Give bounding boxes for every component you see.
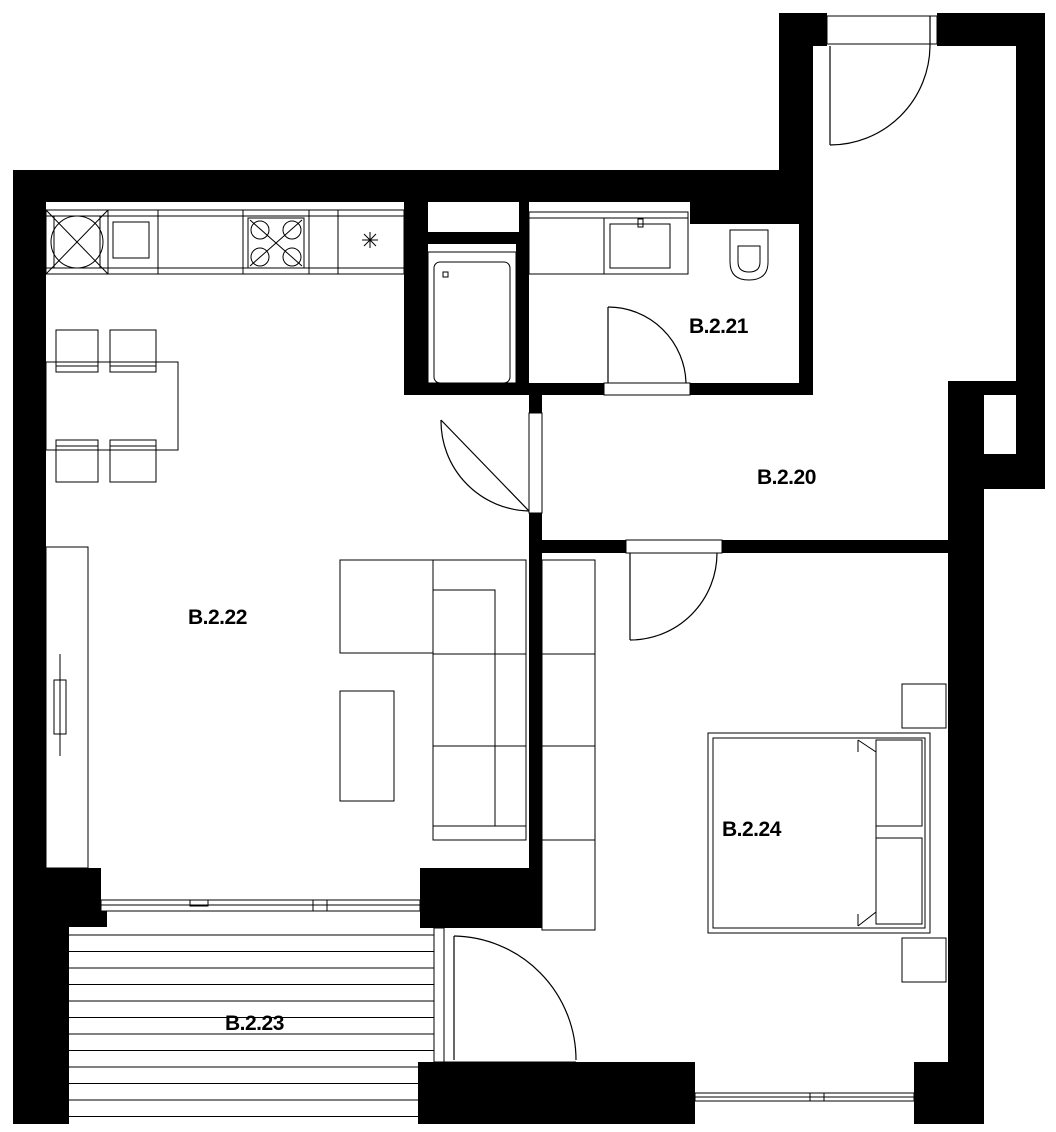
wall-pier-left-2 <box>13 911 107 927</box>
coffee-table <box>339 690 395 802</box>
bathtub-icon <box>427 251 517 384</box>
nightstand-bottom <box>901 937 947 983</box>
wall-step <box>948 381 984 541</box>
wall-bath-divider <box>519 202 529 232</box>
wall-left <box>13 170 46 868</box>
door-bathroom <box>603 306 691 396</box>
wall-entrance-top-left <box>779 13 827 46</box>
door-balcony <box>433 927 577 1063</box>
room-label-bathroom: B.2.21 <box>689 315 749 338</box>
walls <box>13 13 1045 1124</box>
wall-niche-bottom <box>984 454 1045 489</box>
room-label-bedroom: B.2.24 <box>722 818 782 841</box>
sofa <box>339 559 527 841</box>
wall-bath-tubtop <box>404 232 529 244</box>
wardrobe-bedroom <box>541 559 596 931</box>
wall-bath-right <box>799 202 813 395</box>
light-icon <box>362 232 378 248</box>
toilet-icon <box>729 229 769 281</box>
room-label-balcony: B.2.23 <box>225 1012 284 1035</box>
door-entrance <box>826 15 938 146</box>
doors <box>433 15 938 1063</box>
wall-bath-wcstop <box>690 202 813 224</box>
wall-bath-bottom-right <box>690 383 813 395</box>
bed <box>707 732 931 934</box>
wall-bath-inner <box>516 244 529 395</box>
nightstand-top <box>901 683 947 729</box>
wall-bath-left <box>404 202 428 395</box>
room-label-hall: B.2.20 <box>757 466 816 489</box>
stove-icon <box>242 209 310 275</box>
bath-sink-icon <box>528 211 689 275</box>
wall-pier-left <box>13 868 101 911</box>
wall-hall-stub <box>529 395 542 413</box>
windows <box>13 154 1045 1102</box>
wall-bottom-right <box>914 1062 984 1124</box>
wall-balcony-left <box>13 927 69 1124</box>
fridge-icon <box>45 209 109 275</box>
wall-hall-bedroom-left <box>529 540 626 553</box>
wall-entrance-right <box>1016 13 1045 383</box>
wall-bottom-mid <box>418 1062 695 1124</box>
wall-hall-bedroom-right <box>722 540 984 553</box>
kitchen-sink-icon <box>107 209 159 275</box>
wardrobe <box>45 546 89 869</box>
wall-bath-bottom-left <box>404 383 604 395</box>
door-living <box>440 412 543 514</box>
kitchen-counter <box>45 209 405 275</box>
wall-bedroom-right <box>948 540 984 1062</box>
dining-table <box>45 329 179 483</box>
room-label-living: B.2.22 <box>188 606 247 629</box>
wall-pier-mid <box>420 868 542 928</box>
wall-living-bedroom <box>529 513 542 928</box>
balcony-decking <box>69 934 434 1117</box>
wall-top <box>13 170 813 202</box>
door-bedroom <box>625 539 723 641</box>
